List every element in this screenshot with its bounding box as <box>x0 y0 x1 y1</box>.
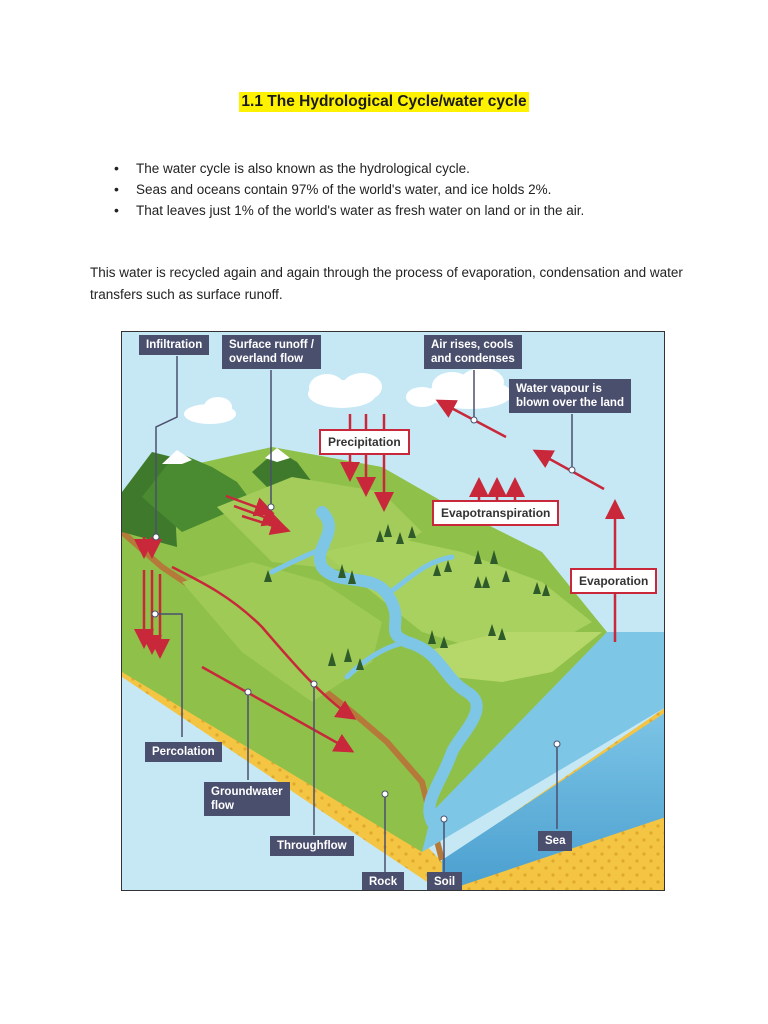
hill <box>422 632 602 682</box>
label-soil: Soil <box>427 872 463 890</box>
hill <box>322 537 592 662</box>
bullet-list: The water cycle is also known as the hyd… <box>114 158 584 221</box>
leader-dot <box>151 416 576 823</box>
water-cycle-diagram: Infiltration Surface runoff / overland f… <box>121 331 665 891</box>
label-infiltration: Infiltration <box>139 335 210 355</box>
snow-cap <box>162 450 192 464</box>
sea-front <box>442 713 664 890</box>
tree <box>264 524 550 670</box>
bullet-item: The water cycle is also known as the hyd… <box>114 158 584 179</box>
bullet-item: That leaves just 1% of the world's water… <box>114 200 584 221</box>
title-wrap: 1.1 The Hydrological Cycle/water cycle <box>0 92 768 112</box>
river-branch <box>269 544 330 575</box>
diagram-illustration <box>122 332 664 890</box>
process-evaporation: Evaporation <box>570 568 658 594</box>
process-evapotranspiration: Evapotranspiration <box>432 500 560 526</box>
label-sea: Sea <box>538 831 573 851</box>
river-branch <box>384 554 455 597</box>
body-paragraph: This water is recycled again and again t… <box>90 265 683 302</box>
hill <box>182 562 382 702</box>
label-rock: Rock <box>362 872 405 890</box>
page-title: 1.1 The Hydrological Cycle/water cycle <box>239 92 529 112</box>
label-percolation: Percolation <box>145 742 222 762</box>
flow-arrow <box>134 494 357 753</box>
label-throughflow: Throughflow <box>270 836 354 856</box>
river-branch <box>344 639 410 680</box>
bullet-item: Seas and oceans contain 97% of the world… <box>114 179 584 200</box>
label-surface-runoff: Surface runoff / overland flow <box>222 335 321 369</box>
sea-surface <box>422 632 664 852</box>
label-water-vapour: Water vapour is blown over the land <box>509 379 631 413</box>
label-air-rises: Air rises, cools and condenses <box>424 335 522 369</box>
process-precipitation: Precipitation <box>319 429 410 455</box>
leader-line <box>155 356 573 872</box>
label-groundwater-flow: Groundwater flow <box>204 782 290 816</box>
